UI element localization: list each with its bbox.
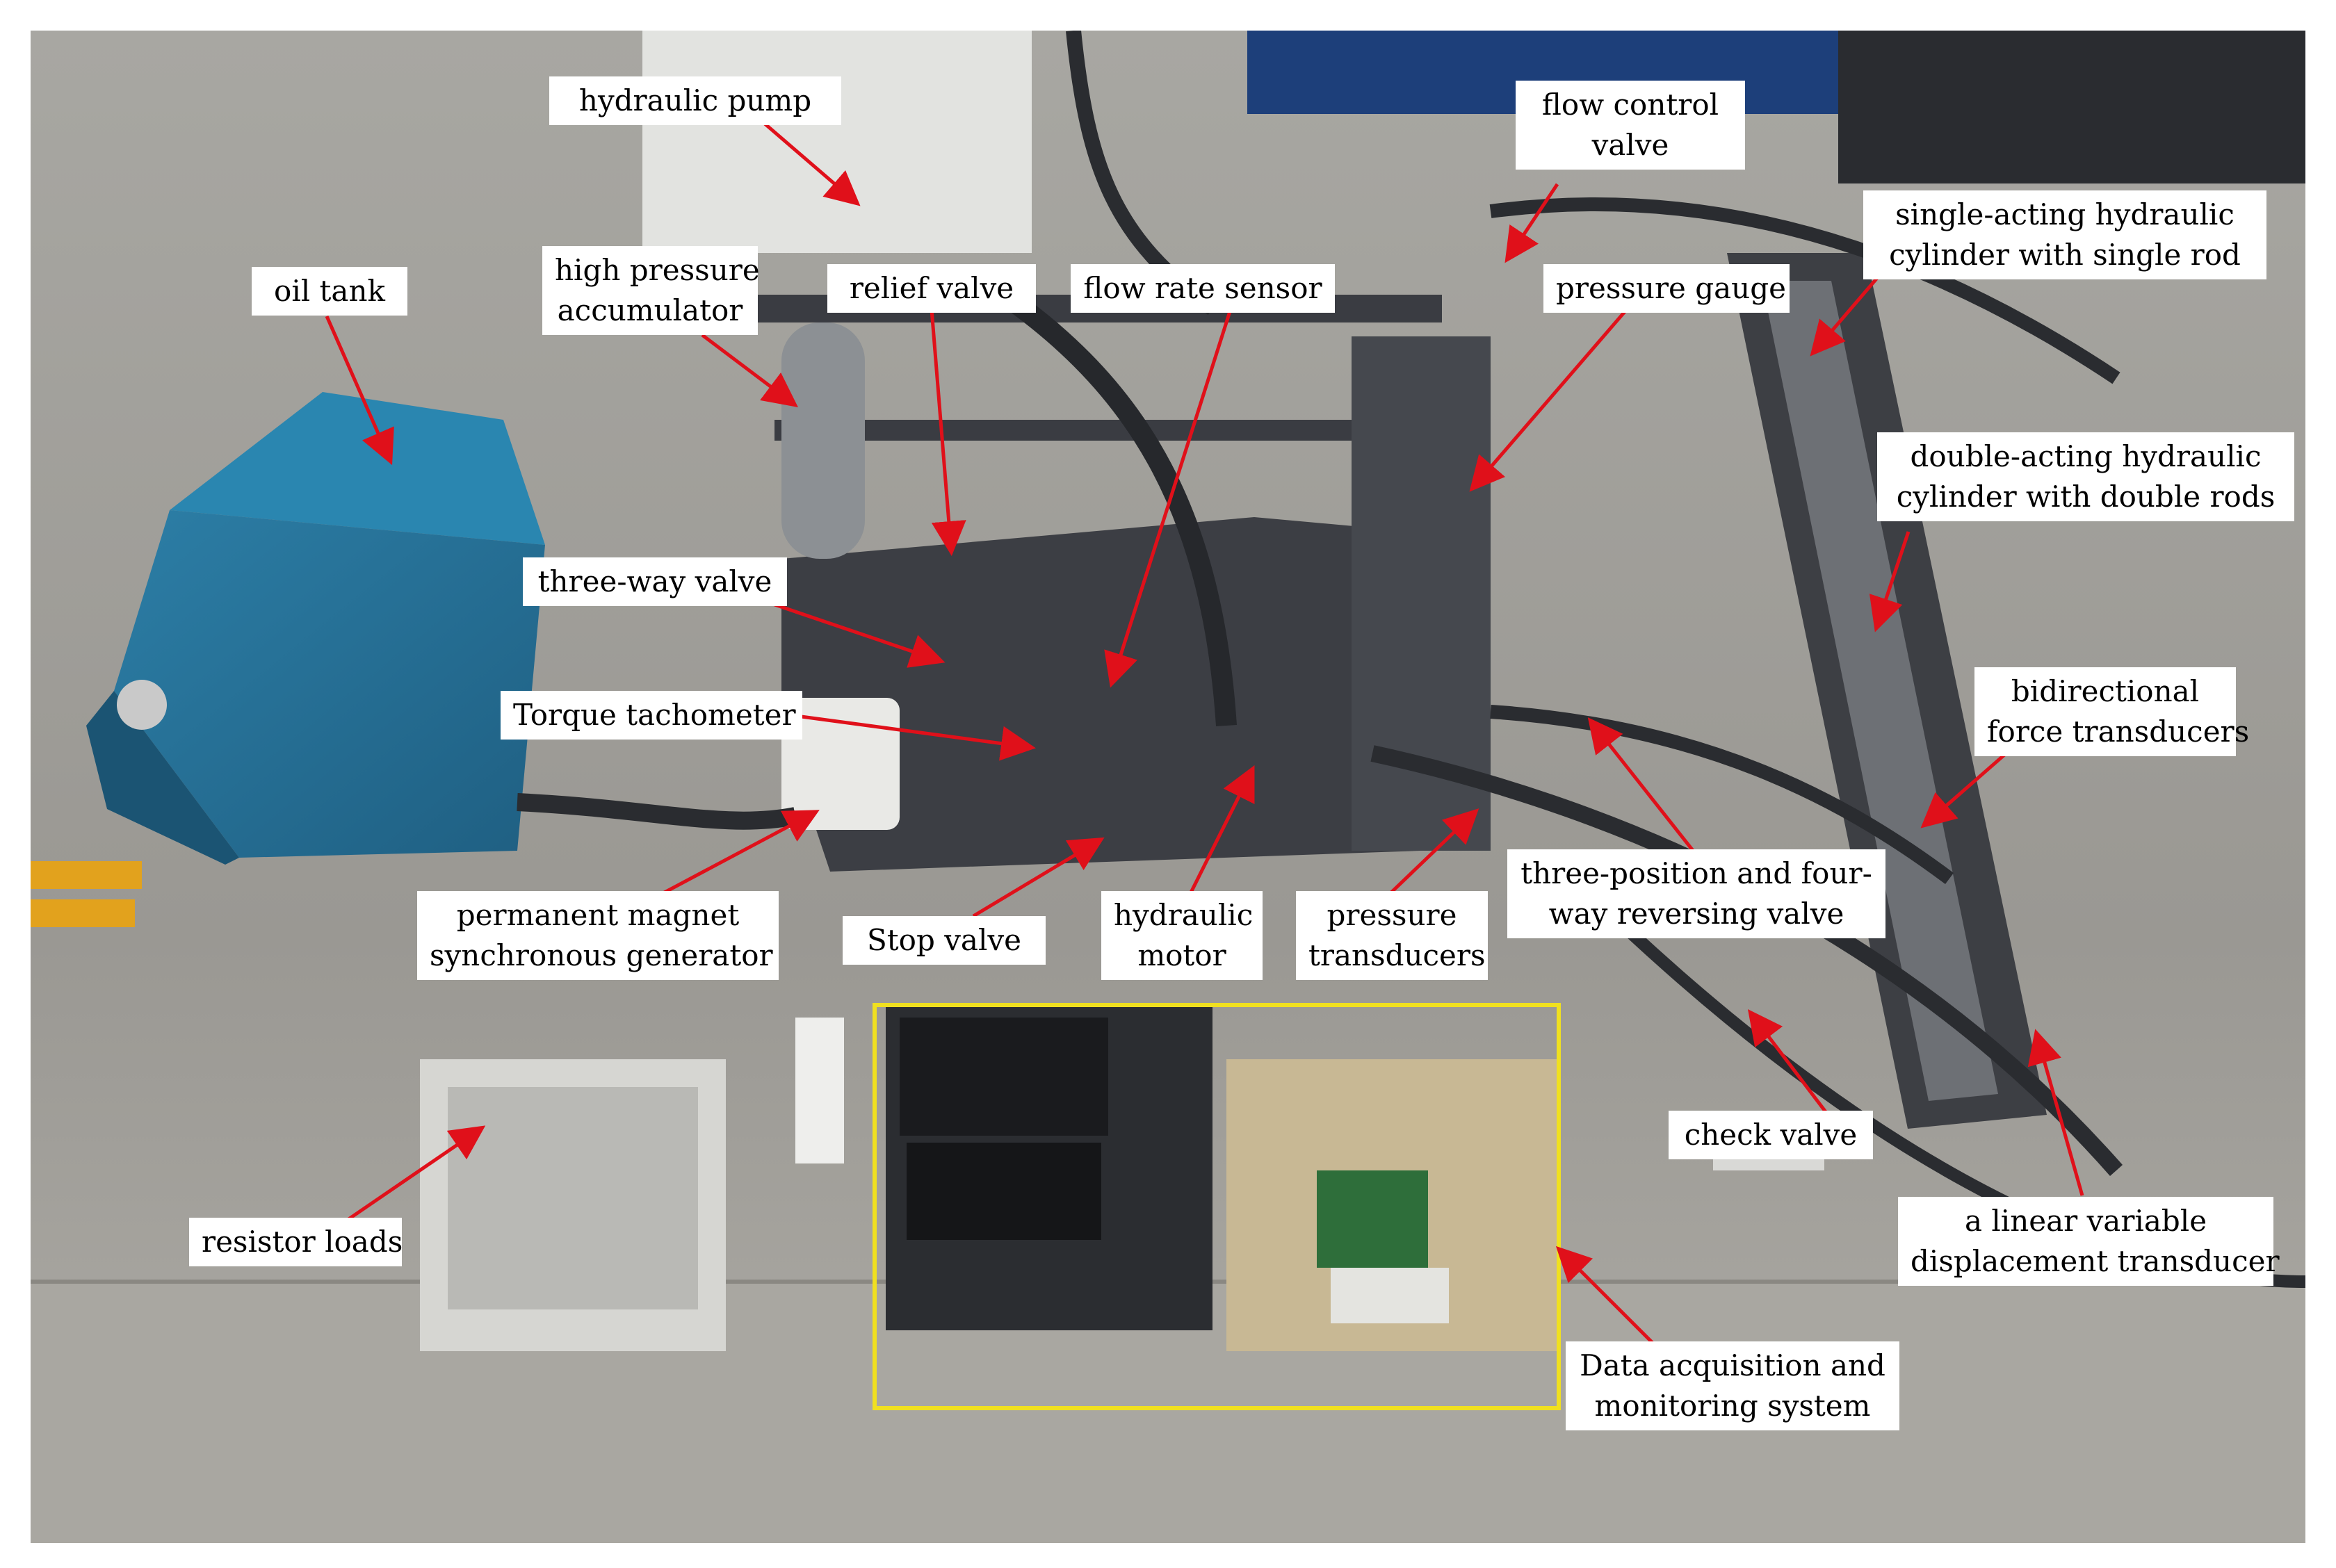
label-pmsg: permanent magnet synchronous generator [417, 891, 779, 980]
label-resistor-loads: resistor loads [189, 1218, 403, 1266]
cylinder-rail-inner [1762, 281, 1998, 1101]
oil-tank-front [114, 510, 545, 858]
daq-board [1317, 1170, 1428, 1268]
oil-tank-top [170, 392, 545, 545]
label-oil-tank: oil tank [252, 267, 407, 316]
label-double-acting-cylinder: double-acting hydraulic cylinder with do… [1877, 432, 2294, 521]
laptop-keyboard [907, 1143, 1101, 1240]
label-pressure-gauge: pressure gauge [1543, 264, 1790, 313]
oil-tank-cap [117, 680, 167, 730]
label-bidirectional-force-transducers: bidirectional force transducers [1974, 667, 2249, 756]
resistor-loads-vents [448, 1087, 698, 1309]
test-bench-base [781, 517, 1421, 872]
frame-mid-bar [774, 420, 1400, 441]
accumulator-body [781, 322, 865, 559]
dark-cabinet [1838, 31, 2305, 183]
label-relief-valve: relief valve [827, 264, 1036, 313]
label-hydraulic-motor: hydraulic motor [1101, 891, 1263, 980]
hose [1490, 705, 1954, 885]
label-check-valve: check valve [1669, 1111, 1873, 1159]
pump-housing [642, 31, 1032, 253]
label-stop-valve: Stop valve [843, 916, 1046, 965]
power-strip [795, 1018, 844, 1163]
oil-tank-side [86, 691, 239, 865]
laptop-screen [900, 1018, 1108, 1136]
yellow-floor-marking-2 [31, 899, 135, 927]
label-reversing-valve: three-position and four- way reversing v… [1507, 849, 1885, 938]
label-high-pressure-accumulator: high pressure accumulator [542, 246, 760, 335]
label-pressure-transducers: pressure transducers [1296, 891, 1488, 980]
label-single-acting-cylinder: single-acting hydraulic cylinder with si… [1863, 190, 2266, 279]
label-daq-system: Data acquisition and monitoring system [1566, 1341, 1899, 1430]
label-hydraulic-pump: hydraulic pump [549, 76, 841, 125]
label-flow-rate-sensor: flow rate sensor [1071, 264, 1335, 313]
hose [1489, 197, 2120, 384]
label-lvdt: a linear variable displacement transduce… [1898, 1197, 2280, 1286]
label-three-way-valve: three-way valve [523, 557, 787, 606]
daq-module [1331, 1268, 1449, 1323]
label-torque-tachometer: Torque tachometer [501, 691, 802, 740]
yellow-floor-marking [31, 861, 142, 889]
label-flow-control-valve: flow control valve [1516, 81, 1745, 170]
